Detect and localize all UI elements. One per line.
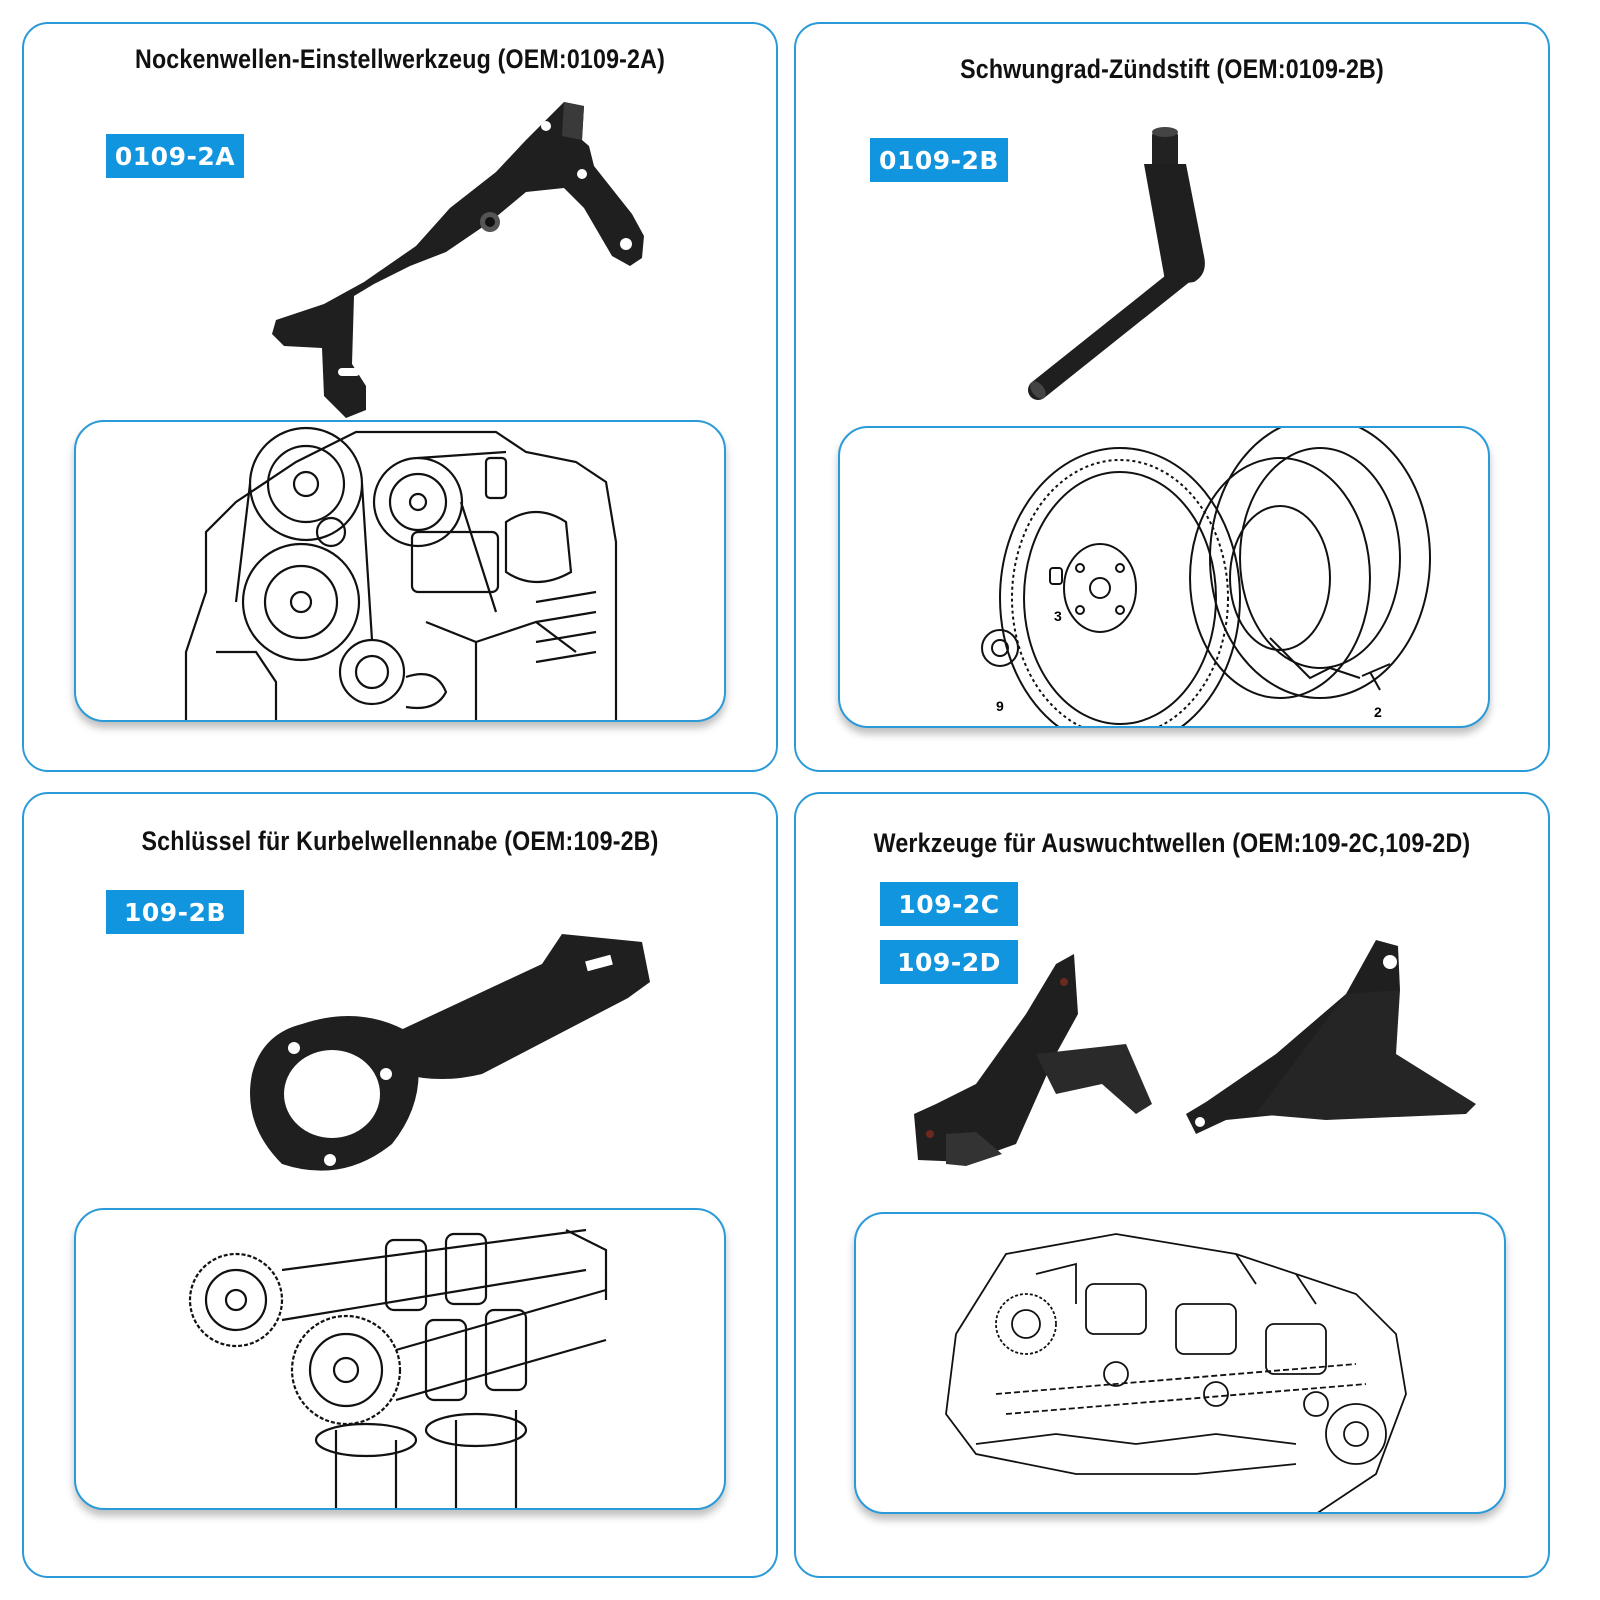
panel-camshaft-tool: Nockenwellen-Einstellwerkzeug (OEM:0109-…: [22, 22, 778, 772]
diagram-frame: [854, 1212, 1506, 1514]
diagram-frame: [74, 420, 726, 722]
diagram-frame: [74, 1208, 726, 1510]
engine-front-belt-drive-icon: [184, 426, 618, 720]
panel-title: Schlüssel für Kurbelwellennabe (OEM:109-…: [141, 826, 659, 856]
crankshaft-hub-wrench-icon: [250, 934, 650, 1171]
flywheel-locking-pin-icon: [1028, 127, 1205, 400]
diagram-frame: 3 9 2: [838, 426, 1490, 728]
part-number-badge: 0109-2B: [870, 138, 1008, 182]
panel-balance-shaft-tools: Werkzeuge für Auswuchtwellen (OEM:109-2C…: [794, 792, 1550, 1578]
callout-label-9: 9: [996, 698, 1004, 714]
panel-title: Nockenwellen-Einstellwerkzeug (OEM:0109-…: [134, 44, 666, 74]
flywheel-clutch-assembly-icon: [981, 428, 1431, 726]
callout-label-2: 2: [1374, 704, 1382, 720]
part-number-badge: 0109-2A: [106, 134, 244, 178]
balance-shaft-brackets-icon: [914, 940, 1476, 1166]
panel-title: Werkzeuge für Auswuchtwellen (OEM:109-2C…: [873, 828, 1471, 858]
camshaft-sprocket-assembly-icon: [188, 1228, 608, 1508]
camshaft-alignment-bracket-icon: [272, 102, 644, 418]
part-number-badge: 109-2B: [106, 890, 244, 934]
part-number-badge: 109-2D: [880, 940, 1018, 984]
panel-crankshaft-wrench: Schlüssel für Kurbelwellennabe (OEM:109-…: [22, 792, 778, 1578]
balance-shaft-oil-pan-icon: [945, 1233, 1407, 1512]
panel-flywheel-pin: Schwungrad-Zündstift (OEM:0109-2B) 0109-…: [794, 22, 1550, 772]
part-number-badge: 109-2C: [880, 882, 1018, 926]
panel-title: Schwungrad-Zündstift (OEM:0109-2B): [960, 54, 1384, 84]
callout-label-3: 3: [1054, 608, 1062, 624]
